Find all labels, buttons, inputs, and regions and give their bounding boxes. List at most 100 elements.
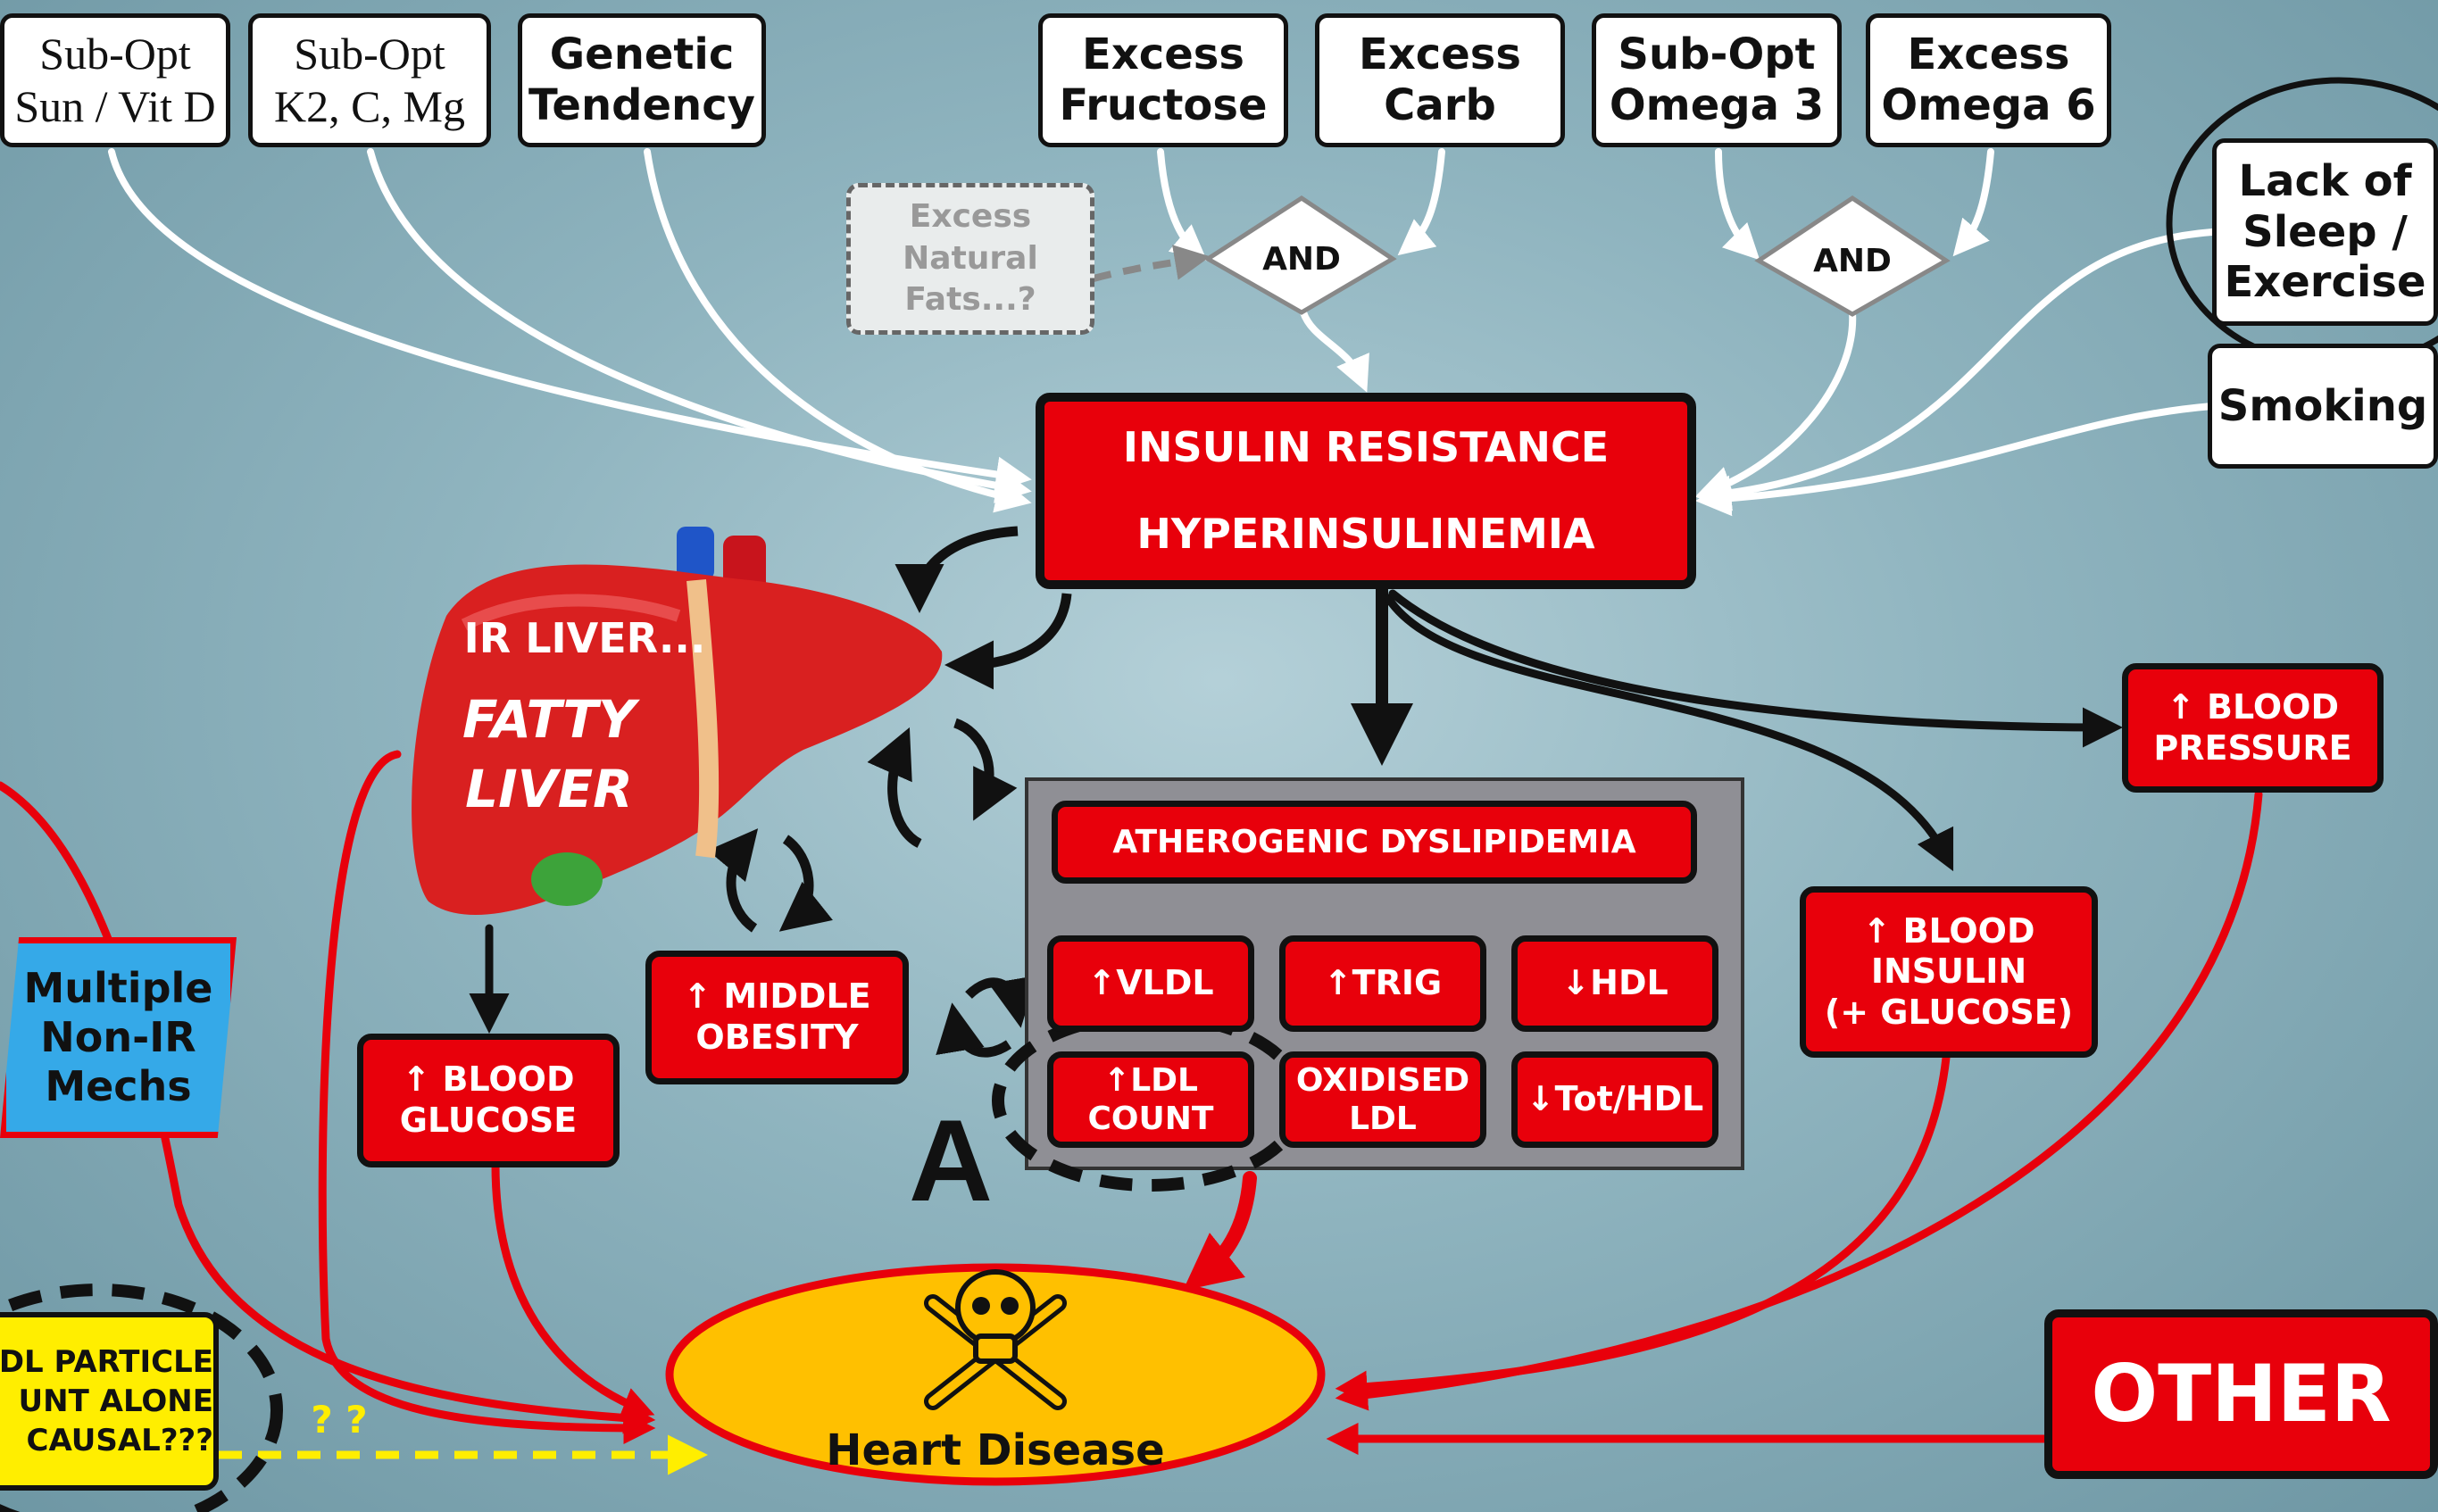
fructose-line2: Fructose [1059,80,1268,130]
and-right-text: AND [1813,242,1892,279]
ldl-count-box: ↑LDL COUNT [1047,1051,1254,1148]
sleep-line1: Lack of [2238,156,2412,207]
omega3-box: Sub-Opt Omega 3 [1592,13,1842,147]
and-gate-left [1203,195,1397,315]
arrow-sleep [1695,228,2216,511]
omega6-line1: Excess [1907,29,2070,80]
blood-glucose-line2: GLUCOSE [399,1101,578,1140]
cycle-liver-dys [953,718,1018,821]
liver-text: LIVER [465,759,633,819]
middle-obesity-line2: OBESITY [695,1018,859,1057]
cycle-obesity-dys [965,975,1037,1028]
heart-disease-text: Heart Disease [826,1425,1165,1475]
blood-glucose-line1: ↑ BLOOD [402,1059,575,1100]
middle-obesity-box: ↑ MIDDLE OBESITY [645,951,909,1084]
genetic-line2: Tendency [528,80,755,130]
cycle-core-liver [894,526,1019,613]
hdl-box: ↓HDL [1511,935,1718,1032]
heart-disease-label: Heart Disease [786,1419,1205,1482]
smoking-label: Smoking [2217,380,2428,431]
trig-label: ↑TRIG [1323,963,1443,1003]
heart-disease-ellipse [665,1263,1326,1486]
core-arrows [469,583,2123,1034]
hyperinsulinemia-label: HYPERINSULINEMIA [1136,510,1595,558]
oxidised-ldl-box: OXIDISED LDL [1279,1051,1486,1148]
ir-liver-text: IR LIVER... [463,614,706,662]
ldl-particle-line3: CAUSAL??? [26,1423,213,1459]
blood-pressure-box: ↑ BLOOD PRESSURE [2122,663,2384,793]
arrow-genetic [644,148,1032,513]
ldl-particle-line2: UNT ALONE [18,1383,213,1419]
multiple-non-ir-box: Multiple Non-IR Mechs [0,937,237,1138]
natural-fats-line3: Fats...? [904,281,1036,319]
cycle-liver-obesity-2 [707,828,759,933]
omega6-box: Excess Omega 6 [1866,13,2111,147]
arrow-natural-fats [1092,245,1211,282]
hdl-label: ↓HDL [1561,963,1668,1003]
arrow-fructose [1157,148,1208,262]
input-arrows [108,148,2216,517]
arrow-and-right [1695,309,1857,501]
arrow-liver-to-hd [318,750,656,1444]
omega3-line1: Sub-Opt [1618,29,1816,80]
k2-c-mg-line2: K2, C, Mg [274,81,465,131]
blood-insulin-box: ↑ BLOOD INSULIN (+ GLUCOSE) [1800,886,2098,1058]
middle-obesity-line1: ↑ MIDDLE [683,976,871,1017]
arrow-and-left [1300,309,1369,393]
skull-crossbones-icon [924,1269,1067,1410]
k2-c-mg-box: Sub-Opt K2, C, Mg [248,13,491,147]
arrow-carb [1397,148,1445,256]
fructose-line1: Excess [1082,29,1244,80]
cycle-liver-obesity [778,835,833,932]
blood-glucose-box: ↑ BLOOD GLUCOSE [357,1034,620,1167]
vldl-label: ↑VLDL [1087,963,1214,1003]
non-ir-line3: Mechs [45,1062,192,1111]
carb-line1: Excess [1359,29,1521,80]
arrow-omega3 [1715,148,1760,261]
ldl-particle-line1: DL PARTICLE [0,1343,213,1380]
excess-fructose-box: Excess Fructose [1038,13,1288,147]
natural-fats-line2: Natural [903,239,1038,277]
red-arrows [0,750,2263,1455]
smoking-box: Smoking [2208,344,2438,469]
arrow-to-blood-pressure [1388,589,2123,748]
oxidised-ldl-line2: LDL [1349,1101,1417,1137]
k2-c-mg-line1: Sub-Opt [294,29,445,79]
tot-hdl-label: ↓Tot/HDL [1526,1079,1704,1119]
blood-insulin-line1: ↑ BLOOD [1862,910,2035,951]
insulin-resistance-label: INSULIN RESISTANCE [1122,423,1610,472]
tot-hdl-box: ↓Tot/HDL [1511,1051,1718,1148]
atherogenic-dyslipidemia-label: ATHEROGENIC DYSLIPIDEMIA [1112,823,1636,860]
sleep-line2: Sleep / [2242,206,2408,257]
sun-vitd-line2: Sun / Vit D [14,81,216,131]
fatty-text: FATTY [462,688,636,750]
natural-fats-line1: Excess [909,197,1032,235]
fatty-liver-label: FATTY LIVER [437,683,661,826]
arrow-ldl-to-hd [1183,1171,1257,1291]
sun-vitd-box: Sub-Opt Sun / Vit D [0,13,230,147]
omega6-line2: Omega 6 [1881,80,2096,130]
blood-pressure-line2: PRESSURE [2153,727,2352,768]
sun-vitd-line1: Sub-Opt [39,29,191,79]
omega3-line2: Omega 3 [1609,80,1825,130]
arrow-glucose-to-hd [491,1160,655,1418]
vldl-box: ↑VLDL [1047,935,1254,1032]
natural-fats-box: Excess Natural Fats...? [846,183,1094,335]
cycle-arrows [707,526,1072,1058]
oxidised-ldl-line1: OXIDISED [1295,1061,1470,1099]
other-label: OTHER [2091,1348,2392,1441]
blood-pressure-line1: ↑ BLOOD [2166,686,2340,727]
excess-carb-box: Excess Carb [1315,13,1565,147]
cycle-core-liver-2 [944,593,1072,690]
and-gate-left-label: AND [1230,234,1373,284]
ldl-particle-highlight-ring [0,1284,283,1512]
genetic-tendency-box: Genetic Tendency [518,13,766,147]
other-box: OTHER [2044,1309,2438,1479]
arrow-omega6 [1952,148,1994,257]
and-gate-right-label: AND [1781,236,1924,286]
ldl-count-line1: ↑LDL [1103,1061,1198,1099]
blood-insulin-line2: INSULIN [1870,951,2027,992]
ldl-count-line2: COUNT [1087,1101,1214,1137]
ir-liver-label: IR LIVER... [446,607,723,669]
